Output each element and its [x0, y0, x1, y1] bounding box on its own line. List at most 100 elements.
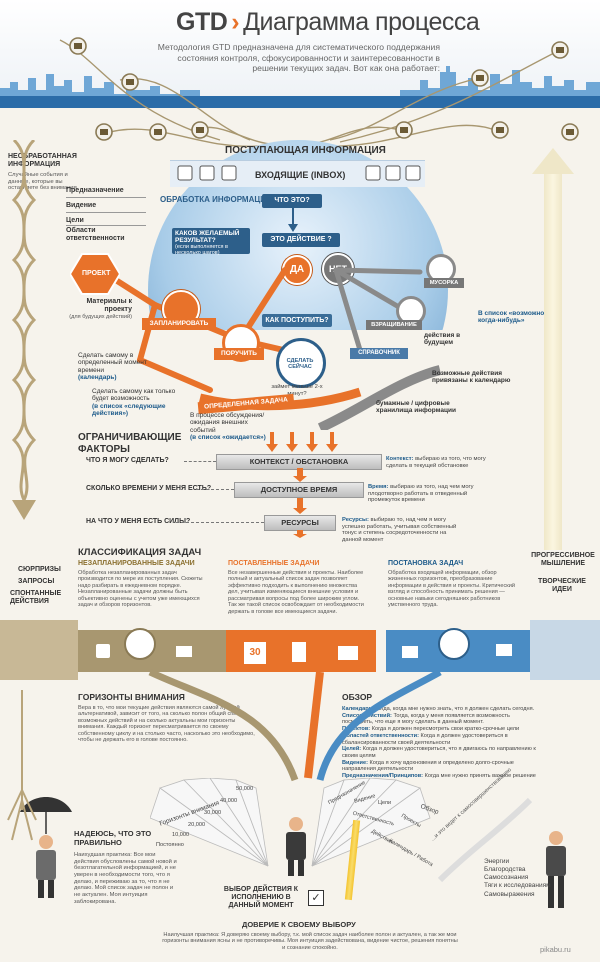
class-col3-text: Обработка входящей информации, обзор жиз…	[388, 570, 516, 609]
limits-line-2	[196, 489, 234, 491]
schedule-tag: ЗАПЛАНИРОВАТЬ	[142, 318, 216, 330]
folder-icon	[338, 646, 358, 660]
is-action-box: ЭТО ДЕЙСТВИЕ ?	[262, 233, 340, 247]
review-list: Календарь: Тогда, когда мне нужно знать,…	[342, 706, 542, 780]
future-actions-label: действия в будущем	[424, 332, 461, 347]
center-person	[286, 817, 306, 876]
project-hexagon	[70, 253, 120, 295]
laptop-icon	[496, 644, 512, 656]
left-braid	[11, 140, 37, 520]
level-purpose: Предназначение	[66, 187, 124, 194]
class-col1-text: Обработка незапланированных задач произв…	[78, 570, 203, 609]
takes-less-label: займет меньше 2-х минут?	[271, 384, 323, 397]
checkbox-icon: ✓	[308, 890, 324, 906]
traits-list: Энергии Благородства Самосознания Тяги к…	[484, 858, 551, 898]
trust-title: ДОВЕРИЕ К СВОЕМУ ВЫБОРУ	[242, 920, 356, 929]
do-now-label: СДЕЛАТЬ СЕЙЧАС	[286, 358, 314, 371]
limits-title: ОГРАНИЧИВАЮЩИЕ ФАКТОРЫ	[78, 432, 182, 455]
delegate-tag: ПОРУЧИТЬ	[214, 348, 264, 360]
review-title: ОБЗОР	[342, 692, 373, 702]
confident-person	[546, 831, 566, 908]
waiting-label: В процессе обсуждения/ ожидания внешних …	[190, 412, 266, 442]
roots	[7, 690, 37, 841]
unprocessed-title: НЕОБРАБОТАННАЯ ИНФОРМАЦИЯ	[8, 153, 77, 169]
incoming-title: ПОСТУПАЮЩАЯ ИНФОРМАЦИЯ	[225, 145, 386, 156]
limits-line-3	[176, 522, 264, 524]
level-goals: Цели	[66, 217, 84, 224]
review-item-calendar: Календарь: Тогда, когда мне нужно знать,…	[342, 706, 535, 712]
limits-q1: ЧТО Я МОГУ СДЕЛАТЬ?	[86, 457, 169, 464]
converge-lines	[148, 668, 442, 782]
classification-title: КЛАССИФИКАЦИЯ ЗАДАЧ	[78, 547, 202, 558]
review-fan-goals: Цели	[378, 800, 391, 806]
city-skyline	[0, 66, 600, 108]
inbox-icons	[177, 165, 421, 181]
trash-tag: МУСОРКА	[424, 278, 464, 288]
limits-q3: НА ЧТО У МЕНЯ ЕСТЬ СИЛЫ?	[86, 518, 191, 525]
hope-text: Наихудшая практика: Все мои действия обу…	[74, 852, 177, 905]
horizons-fan-30k: 30,000	[204, 810, 222, 816]
materials-label: Материалы к проекту (для будущих действи…	[69, 298, 132, 321]
down-arrow-1	[288, 208, 298, 232]
horizons-fan-20k: 20,000	[188, 822, 206, 828]
horizons-title: ГОРИЗОНТЫ ВНИМАНИЯ	[78, 692, 185, 702]
inbox-label: ВХОДЯЩИЕ (INBOX)	[255, 170, 346, 180]
reference-tag: СПРАВОЧНИК	[350, 348, 408, 359]
progressive-label: ПРОГРЕССИВНОЕ МЫШЛЕНИЕ	[531, 552, 595, 568]
do-now-circle	[276, 338, 326, 388]
do-self-time-label: Сделать самому в определенный момент вре…	[78, 352, 147, 382]
do-self-possible-label: Сделать самому как только будет возможно…	[92, 388, 176, 418]
right-arrow-shaft	[544, 170, 562, 550]
horizons-fan-50k: 50,000	[236, 786, 254, 792]
review-fan	[311, 778, 431, 867]
right-arrow-head	[532, 148, 574, 174]
unplanned-person	[124, 628, 156, 660]
gray-flow	[317, 267, 442, 430]
trust-text: Наилучшая практика: Я доверяю своему выб…	[162, 932, 458, 951]
setting-person	[438, 628, 470, 660]
requests-label: ЗАПРОСЫ	[18, 578, 55, 585]
panel-right-band	[530, 620, 600, 680]
source-icons	[69, 37, 579, 141]
watermark: pikabu.ru	[540, 945, 571, 954]
review-item-purpose: Предназначения/Принципов: Когда мне нужн…	[342, 773, 536, 780]
limits-line-1	[184, 461, 216, 463]
creative-label: ТВОРЧЕСКИЕ ИДЕИ	[538, 578, 586, 594]
horizons-text: Вера в то, что мои текущие действия явля…	[78, 705, 255, 744]
review-item-vision: Видение: Когда я хочу вдохновения и опре…	[342, 759, 514, 773]
horizons-fan-constant: Постоянно	[156, 842, 184, 848]
page-title: GTD›Диаграмма процесса	[176, 8, 480, 36]
limits-d1: Контекст: выбираю из того, что могу сдел…	[386, 456, 486, 469]
mail-icon	[176, 646, 192, 657]
incubate-tag: ВЗРАЩИВАНИЕ	[366, 320, 422, 330]
folder-icon-2	[402, 646, 418, 658]
horizons-fan-10k: 10,000	[172, 832, 190, 838]
spontaneous-label: СПОНТАННЫЕ ДЕЙСТВИЯ	[10, 590, 62, 606]
class-col3-title: ПОСТАНОВКА ЗАДАЧ	[388, 560, 464, 567]
desired-result-box: КАКОВ ЖЕЛАЕМЫЙ РЕЗУЛЬТАТ? (если выполняе…	[172, 228, 250, 256]
choice-label: ВЫБОР ДЕЙСТВИЯ К ИСПОЛНЕНИЮ В ДАННЫЙ МОМ…	[223, 886, 299, 910]
surprises-label: СЮРПРИЗЫ	[18, 566, 61, 573]
horizons-fan	[150, 778, 269, 867]
growth-spiral	[437, 797, 533, 883]
what-is-it-box: ЧТО ЭТО?	[262, 194, 322, 208]
limits-d3: Ресурсы: выбираю то, над чем я могу успе…	[342, 517, 457, 543]
review-item-areas: Областей ответственности: Когда я должен…	[342, 732, 508, 746]
storage-label: бумажные / цифровые хранилища информации	[376, 400, 456, 415]
processing-label: ОБРАБОТКА ИНФОРМАЦИИ	[160, 195, 272, 204]
phone-icon	[96, 644, 110, 658]
limits-q2: СКОЛЬКО ВРЕМЕНИ У МЕНЯ ЕСТЬ?	[86, 485, 212, 492]
page-subtitle: Методология GTD предназначена для систем…	[157, 42, 440, 74]
levels-line	[66, 197, 146, 198]
someday-label: В список «возможно, когда-нибудь»	[478, 310, 547, 325]
level-vision: Видение	[66, 202, 97, 209]
levels-line-2	[66, 212, 146, 213]
review-item-goals: Целей: Когда я должен удостовериться, чт…	[342, 746, 536, 759]
class-col1-title: НЕЗАПЛАНИРОВАННЫЕ ЗАДАЧИ	[78, 560, 195, 567]
notebook-icon	[292, 642, 306, 662]
panel-left-band	[0, 620, 78, 680]
hope-title: НАДЕЮСЬ, ЧТО ЭТО ПРАВИЛЬНО	[74, 829, 152, 847]
funnel-arrows	[293, 468, 307, 538]
time-bar: ДОСТУПНОЕ ВРЕМЯ	[234, 482, 364, 498]
levels-line-3	[66, 225, 146, 226]
